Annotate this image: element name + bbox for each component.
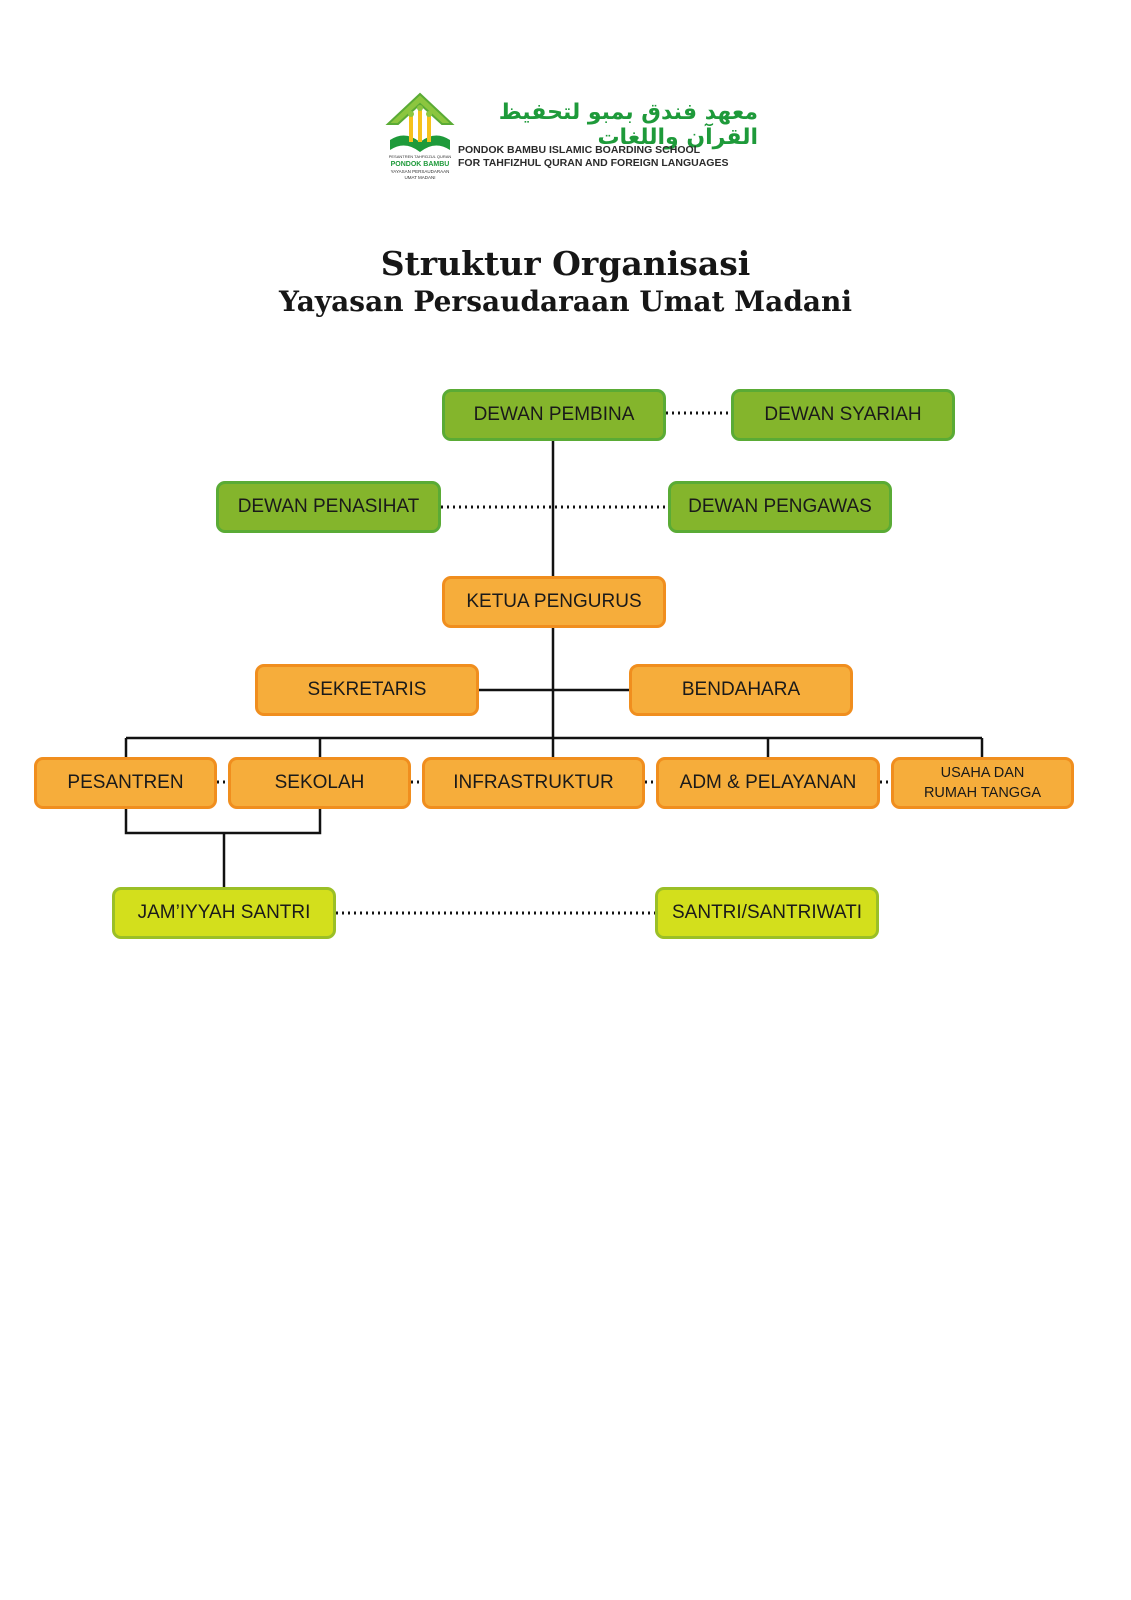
school-name-line-2: FOR TAHFIZHUL QURAN AND FOREIGN LANGUAGE… bbox=[458, 157, 729, 169]
node-dewan-pembina: DEWAN PEMBINA bbox=[442, 389, 666, 441]
svg-text:PONDOK BAMBU: PONDOK BAMBU bbox=[391, 161, 450, 168]
svg-text:PESANTREN TAHFIDZUL QURAN: PESANTREN TAHFIDZUL QURAN bbox=[389, 154, 452, 159]
page-title: Struktur Organisasi bbox=[380, 244, 751, 283]
node-jamiyyah-santri: JAM’IYYAH SANTRI bbox=[112, 887, 336, 939]
node-usaha-line-1: USAHA DAN bbox=[940, 765, 1025, 781]
page-subtitle: Yayasan Persaudaraan Umat Madani bbox=[278, 285, 853, 318]
node-bendahara: BENDAHARA bbox=[629, 664, 853, 716]
node-pesantren: PESANTREN bbox=[34, 757, 217, 809]
node-adm-pelayanan: ADM & PELAYANAN bbox=[656, 757, 880, 809]
node-sekolah: SEKOLAH bbox=[228, 757, 411, 809]
node-usaha-rumah-tangga: USAHA DAN RUMAH TANGGA bbox=[891, 757, 1074, 809]
node-dewan-syariah: DEWAN SYARIAH bbox=[731, 389, 955, 441]
node-ketua-pengurus: KETUA PENGURUS bbox=[442, 576, 666, 628]
node-dewan-pengawas: DEWAN PENGAWAS bbox=[668, 481, 892, 533]
svg-text:YAYASAN PERSAUDARAAN: YAYASAN PERSAUDARAAN bbox=[391, 169, 450, 174]
school-name-line-1: PONDOK BAMBU ISLAMIC BOARDING SCHOOL bbox=[458, 144, 701, 156]
pondok-bambu-logo-icon: PESANTREN TAHFIDZUL QURAN PONDOK BAMBU Y… bbox=[385, 92, 455, 180]
dotted-connectors bbox=[217, 411, 892, 915]
node-infrastruktur: INFRASTRUKTUR bbox=[422, 757, 645, 809]
svg-text:UMAT MADANI: UMAT MADANI bbox=[404, 175, 435, 180]
node-usaha-line-2: RUMAH TANGGA bbox=[923, 785, 1042, 801]
node-dewan-penasihat: DEWAN PENASIHAT bbox=[216, 481, 441, 533]
arabic-school-name: معهد فندق بمبو لتحفيظ القرآن واللغات bbox=[498, 100, 758, 150]
header-logo-block: PESANTREN TAHFIDZUL QURAN PONDOK BAMBU Y… bbox=[380, 92, 760, 187]
solid-connectors bbox=[124, 440, 984, 888]
node-santri-santriwati: SANTRI/SANTRIWATI bbox=[655, 887, 879, 939]
node-sekretaris: SEKRETARIS bbox=[255, 664, 479, 716]
